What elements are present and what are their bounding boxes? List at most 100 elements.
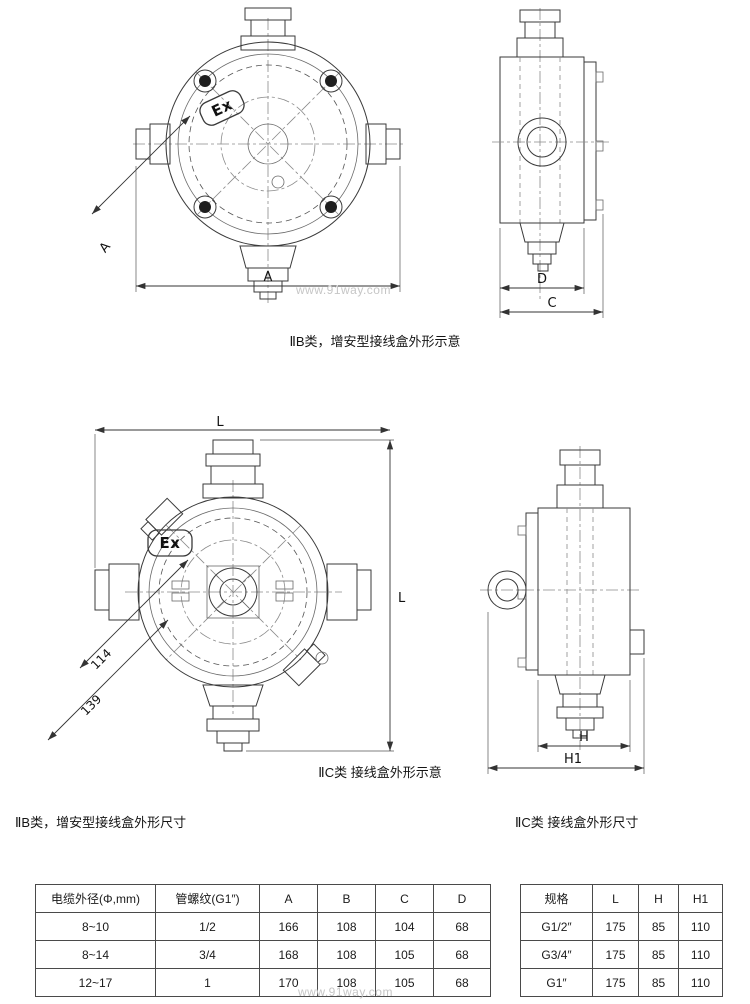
cell: 85 (638, 968, 679, 997)
watermark-text: www.91way.com (298, 985, 393, 999)
cell: 104 (375, 912, 434, 941)
header-cell: 电缆外径(Φ,mm) (35, 884, 156, 913)
iic-dimensions-table: 规格 L H H1 G1/2″ 175 85 110 G3/4″ 175 85 … (520, 884, 723, 997)
cell: 170 (259, 968, 318, 997)
iib-side-body (499, 56, 604, 224)
iic-front-center-terminal-block (171, 565, 294, 619)
iib-front-width-dimension: A (135, 166, 401, 292)
cell: 105 (375, 968, 434, 997)
iib-dimensions-table: 电缆外径(Φ,mm) 管螺纹(G1″) A B C D 8~10 1/2 166… (35, 884, 491, 997)
cell: 110 (678, 968, 723, 997)
cell: 1/2 (155, 912, 260, 941)
iic-dim-114-label: 114 (88, 646, 114, 672)
cell: G1″ (520, 968, 593, 997)
iib-ex-marking-badge: Ex (199, 90, 245, 126)
table-header-row: 电缆外径(Φ,mm) 管螺纹(G1″) A B C D (35, 884, 491, 913)
header-cell: 规格 (520, 884, 593, 913)
iib-side-d-dimension: D (499, 228, 585, 318)
header-cell: H1 (678, 884, 723, 913)
cell: 85 (638, 912, 679, 941)
cell: 8~14 (35, 940, 156, 969)
iic-dim-top-l-label: L (216, 415, 224, 430)
iic-front-bottom-entry (202, 684, 264, 752)
iib-side-bottom-entry (519, 222, 565, 272)
cell: 110 (678, 940, 723, 969)
iic-front-114-dimension: 114 (79, 559, 189, 672)
iib-front-view-drawing: Ex A A (91, 7, 403, 304)
cell: 108 (317, 940, 376, 969)
iib-side-view-drawing: D C (492, 8, 612, 318)
iic-front-view-drawing: Ex L L 114 (47, 415, 406, 752)
iic-dim-139-label: 139 (78, 692, 104, 718)
cell: G3/4″ (520, 940, 593, 969)
table-row: 8~14 3/4 168 108 105 68 (35, 940, 491, 969)
header-cell: 管螺纹(G1″) (155, 884, 260, 913)
cell: 105 (375, 940, 434, 969)
cell: 68 (433, 940, 491, 969)
iic-side-entry-boss (487, 570, 527, 610)
iib-side-entry-boss (492, 117, 612, 167)
header-cell: A (259, 884, 318, 913)
iib-front-right-entry (365, 123, 401, 165)
iic-side-view-drawing: H H1 (480, 446, 645, 774)
iib-figure-caption: ⅡB类，增安型接线盒外形示意 (289, 334, 461, 349)
iib-side-c-dimension: C (500, 214, 604, 318)
iic-dim-h-label: H (579, 730, 589, 745)
iic-side-bottom-entry (554, 674, 606, 739)
table-row: 8~10 1/2 166 108 104 68 (35, 912, 491, 941)
header-cell: B (317, 884, 376, 913)
iic-front-small-boss (315, 651, 329, 665)
cell: 166 (259, 912, 318, 941)
cell: 175 (592, 968, 639, 997)
cell: 175 (592, 912, 639, 941)
cell: 85 (638, 940, 679, 969)
bolt-icon (193, 195, 217, 219)
cell: 168 (259, 940, 318, 969)
iib-front-top-gland (240, 7, 296, 51)
cell: 108 (317, 968, 376, 997)
iic-front-139-dimension: 139 (47, 619, 169, 741)
bolt-icon (319, 69, 343, 93)
iic-ex-marking-label: Ex (160, 534, 181, 552)
table-row: G3/4″ 175 85 110 (520, 940, 723, 969)
header-cell: L (592, 884, 639, 913)
cell: 68 (433, 912, 491, 941)
cell: 1 (155, 968, 260, 997)
cell: 8~10 (35, 912, 156, 941)
iic-front-centerlines (125, 480, 342, 714)
iib-front-centerlines (133, 18, 403, 304)
cell: G1/2″ (520, 912, 593, 941)
cell: 108 (317, 912, 376, 941)
header-cell: H (638, 884, 679, 913)
iic-front-right-entry (326, 563, 372, 621)
iib-front-cover-bolts (193, 69, 343, 219)
iib-dim-c-label: C (547, 296, 556, 311)
iic-dim-h1-label: H1 (564, 752, 582, 767)
header-cell: D (433, 884, 491, 913)
bolt-icon (319, 195, 343, 219)
bolt-icon (193, 69, 217, 93)
iic-figure-caption: ⅡC类 接线盒外形示意 (318, 765, 442, 780)
iib-dim-diagonal-label: A (97, 239, 114, 256)
iic-front-top-gland (202, 439, 264, 499)
cell: 3/4 (155, 940, 260, 969)
iic-side-body (517, 507, 645, 676)
iic-front-top-l-dimension: L (94, 415, 390, 568)
iic-front-upper-left-stub (140, 497, 184, 541)
iic-ex-marking-badge: Ex (147, 529, 193, 557)
cell: 175 (592, 940, 639, 969)
cell: 110 (678, 912, 723, 941)
watermark-text: www.91way.com (296, 283, 391, 297)
iic-side-top-gland (556, 449, 604, 509)
iic-dim-right-l-label: L (398, 591, 406, 606)
iib-dim-width-label: A (264, 270, 273, 285)
iic-table-title: ⅡC类 接线盒外形尺寸 (515, 815, 639, 830)
iib-table-title: ⅡB类，增安型接线盒外形尺寸 (15, 815, 187, 830)
iic-side-h1-dimension: H1 (487, 612, 645, 774)
iib-dim-d-label: D (537, 272, 547, 287)
table-header-row: 规格 L H H1 (520, 884, 723, 913)
iic-side-h-dimension: H (537, 680, 631, 752)
cell: 68 (433, 968, 491, 997)
cell: 12~17 (35, 968, 156, 997)
iic-front-right-l-dimension: L (246, 439, 406, 752)
